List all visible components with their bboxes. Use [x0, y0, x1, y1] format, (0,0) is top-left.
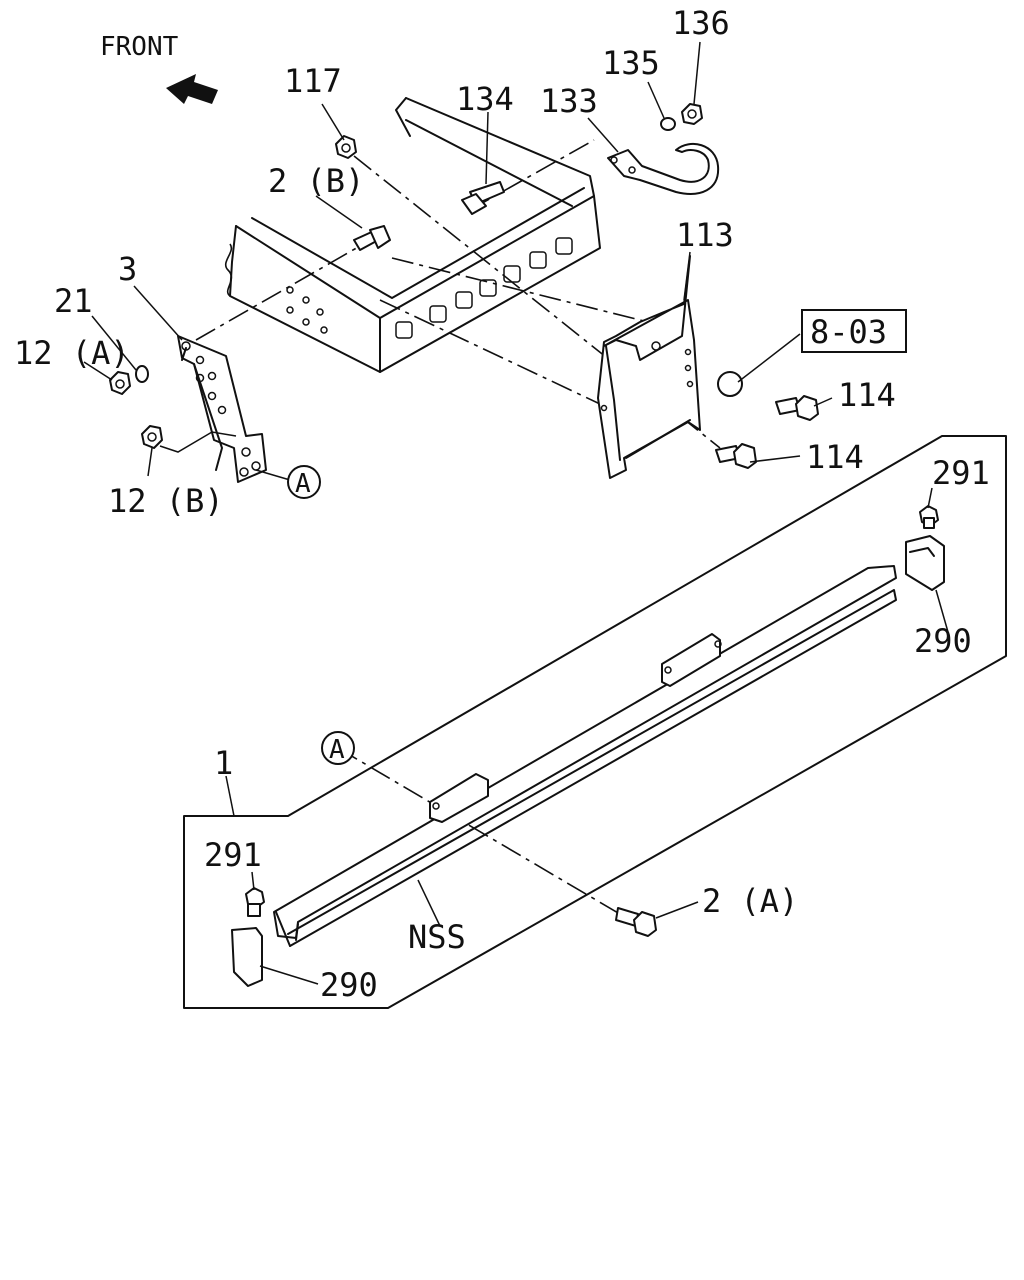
marker-a-lower: A	[321, 731, 355, 765]
cover-290-lower	[231, 927, 263, 987]
label-291-lower: 291	[204, 836, 262, 874]
label-290-lower: 290	[320, 966, 378, 1004]
marker-a-upper: A	[287, 465, 321, 499]
label-ref: 8-03	[810, 313, 887, 351]
bolt-2b	[353, 225, 391, 251]
label-133: 133	[540, 82, 598, 120]
ref-box	[801, 309, 907, 353]
nut-117	[335, 135, 357, 159]
label-291-upper: 291	[932, 454, 990, 492]
bracket-3	[177, 335, 267, 483]
washer-135	[660, 117, 676, 131]
bolt-2a	[615, 907, 657, 937]
label-1: 1	[214, 744, 233, 782]
label-134: 134	[456, 80, 514, 118]
bracket-113	[597, 255, 701, 479]
step-assembly-box	[183, 435, 1007, 1009]
label-21: 21	[54, 282, 93, 320]
step-rail	[273, 565, 897, 947]
svg-text:A: A	[329, 735, 345, 765]
bolt-114-upper	[775, 395, 819, 421]
label-114-lower: 114	[806, 438, 864, 476]
bolt-291-upper	[919, 505, 939, 529]
cap	[717, 371, 743, 397]
frame-rail	[224, 97, 601, 373]
label-290-upper: 290	[914, 622, 972, 660]
label-3: 3	[118, 250, 137, 288]
nut-136	[681, 103, 703, 125]
label-2b: 2 (B)	[268, 162, 364, 200]
bolt-291-lower	[245, 887, 265, 917]
label-114-upper: 114	[838, 376, 896, 414]
label-12a: 12 (A)	[14, 334, 130, 372]
label-2a: 2 (A)	[702, 882, 798, 920]
nut-12b	[141, 425, 163, 449]
label-135: 135	[602, 44, 660, 82]
tow-hook-133	[607, 142, 720, 195]
bolt-134	[461, 181, 505, 215]
front-label: FRONT	[100, 32, 179, 62]
washer-21	[135, 365, 149, 383]
label-12b: 12 (B)	[108, 482, 224, 520]
label-113: 113	[676, 216, 734, 254]
leader-lines	[83, 41, 949, 985]
nut-12a	[109, 371, 131, 395]
label-nss: NSS	[408, 918, 466, 956]
cover-290-upper	[905, 535, 945, 591]
bolt-114-lower	[715, 443, 757, 469]
svg-text:A: A	[295, 469, 311, 499]
front-arrow-icon	[166, 74, 218, 104]
label-136: 136	[672, 4, 730, 42]
label-117: 117	[284, 62, 342, 100]
